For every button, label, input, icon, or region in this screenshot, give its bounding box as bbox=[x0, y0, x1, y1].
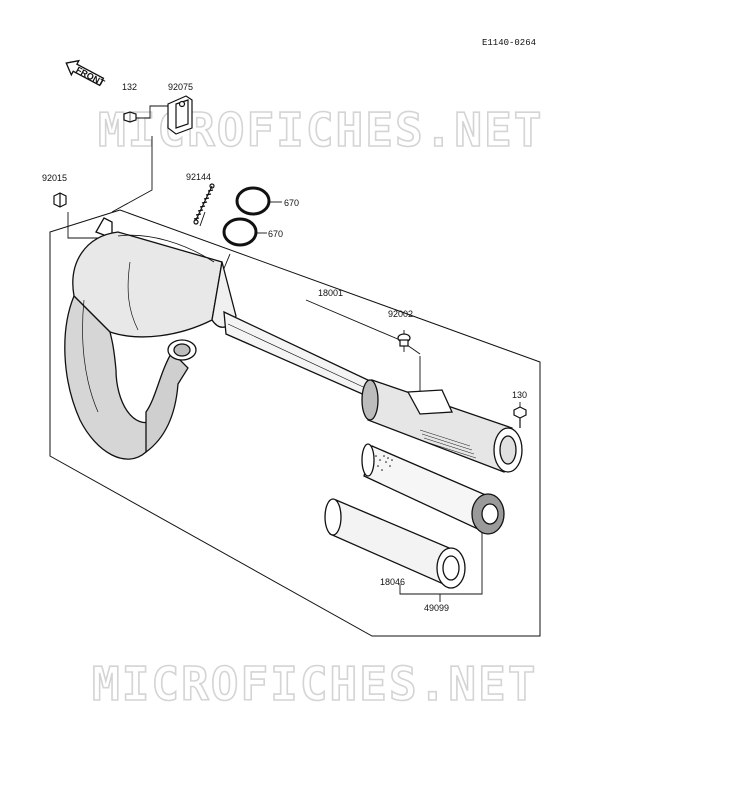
part-label-130: 130 bbox=[512, 390, 527, 400]
inner-tube bbox=[361, 443, 505, 535]
part-label-670-upper: 670 bbox=[284, 198, 299, 208]
part-label-92015: 92015 bbox=[42, 173, 67, 183]
silencer-body bbox=[361, 379, 523, 473]
part-label-92002: 92002 bbox=[388, 309, 413, 319]
expansion-chamber-18001 bbox=[64, 217, 377, 460]
assembly-outline bbox=[49, 209, 541, 637]
o-ring-670-icon bbox=[222, 186, 271, 247]
front-arrow-icon: FRONT bbox=[65, 59, 107, 89]
part-label-49099: 49099 bbox=[424, 603, 449, 613]
diagram-code: E1140-0264 bbox=[482, 38, 536, 48]
part-label-18046: 18046 bbox=[380, 577, 405, 587]
part-label-18001: 18001 bbox=[318, 288, 343, 298]
part-label-92144: 92144 bbox=[186, 172, 211, 182]
bracket-92075-icon bbox=[167, 95, 193, 135]
part-label-132: 132 bbox=[122, 82, 137, 92]
nut-92015-icon bbox=[53, 192, 67, 208]
part-label-92075: 92075 bbox=[168, 82, 193, 92]
screw-130-icon bbox=[513, 406, 527, 428]
front-label: FRONT bbox=[74, 65, 107, 89]
part-label-670-lower: 670 bbox=[268, 229, 283, 239]
bolt-132-icon bbox=[123, 111, 137, 123]
watermark-top: MICROFICHES.NET bbox=[98, 103, 543, 157]
packing-18046 bbox=[324, 498, 466, 589]
watermark-bottom: MICROFICHES.NET bbox=[92, 657, 537, 711]
spring-92144-icon bbox=[193, 183, 215, 225]
screw-92002-icon bbox=[397, 333, 411, 347]
